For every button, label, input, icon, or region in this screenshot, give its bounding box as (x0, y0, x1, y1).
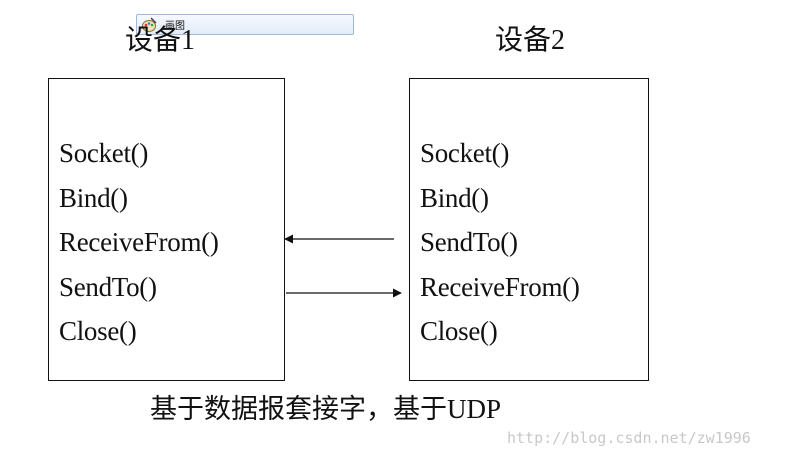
device-1-call-list: Socket() Bind() ReceiveFrom() SendTo() C… (59, 131, 219, 354)
device-1-call-close: Close() (59, 316, 137, 346)
device-1-box: Socket() Bind() ReceiveFrom() SendTo() C… (48, 78, 285, 381)
paint-palette-icon (141, 16, 157, 33)
device-2-call-socket: Socket() (420, 138, 510, 168)
device-2-call-receivefrom: ReceiveFrom() (420, 271, 580, 302)
device-1-call-sendto: SendTo() (59, 271, 157, 302)
diagram-caption: 基于数据报套接字，基于UDP (150, 394, 502, 424)
device-1-call-socket: Socket() (59, 138, 149, 168)
device-1-call-bind: Bind() (59, 182, 128, 213)
device-2-call-close: Close() (420, 316, 498, 346)
device-2-call-sendto: SendTo() (420, 227, 518, 257)
device-1-title: 设备1 (125, 25, 196, 56)
paint-tool-tag[interactable]: 画图 (136, 14, 354, 35)
device-2-call-bind: Bind() (420, 182, 489, 213)
device-2-title: 设备2 (495, 25, 566, 56)
paint-tool-label: 画图 (165, 21, 185, 32)
watermark-url: http://blog.csdn.net/zw1996 (507, 429, 751, 447)
device-1-call-receivefrom: ReceiveFrom() (59, 227, 219, 257)
device-2-call-list: Socket() Bind() SendTo() ReceiveFrom() C… (420, 131, 580, 354)
device-2-box: Socket() Bind() SendTo() ReceiveFrom() C… (409, 78, 649, 381)
